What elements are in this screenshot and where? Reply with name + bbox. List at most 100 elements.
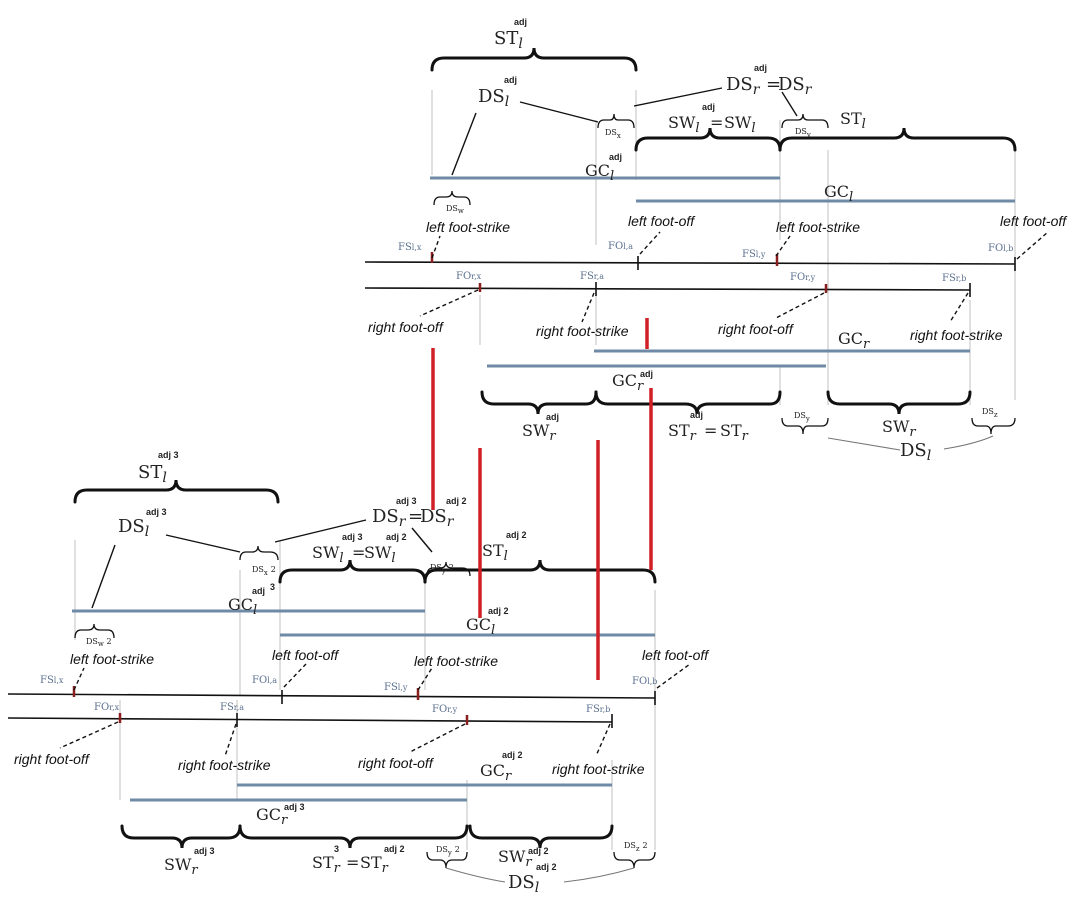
st-r-adj-eq-st-r: STr adj = STr xyxy=(668,410,749,444)
bottom-dashed-pointers xyxy=(59,663,691,757)
top-connectors xyxy=(451,87,994,451)
top-right-foot-strike-1: right foot-strike xyxy=(536,323,629,339)
svg-text:FSr,b: FSr,b xyxy=(942,273,966,284)
svg-text:FOl,b: FOl,b xyxy=(988,243,1013,254)
top-left-foot-strike-2: left foot-strike xyxy=(776,219,860,235)
svg-text:adj 2: adj 2 xyxy=(384,844,405,854)
svg-text:adj 3: adj 3 xyxy=(342,532,363,542)
bottom-right-foot-off-2: right foot-off xyxy=(358,755,435,771)
sw-l-adj3-eq-sw-l-adj2: SWl adj 3 = SWl adj 2 xyxy=(312,532,407,566)
gc-l-adj3-label: GCl xyxy=(228,595,257,618)
top-left-foot-off-1: left foot-off xyxy=(628,213,696,229)
top-dashed-pointers xyxy=(419,231,1049,323)
bottom-right-foot-strike-2: right foot-strike xyxy=(552,761,645,777)
svg-text:SWl: SWl xyxy=(312,543,344,566)
bottom-right-foot-off-1: right foot-off xyxy=(14,751,91,767)
gc-r-adj3-label: GCr xyxy=(256,805,288,828)
ds-r-adj-eq-ds-r: DSr adj = DSr xyxy=(726,63,813,98)
svg-text:FOr,x: FOr,x xyxy=(456,271,482,282)
bottom-left-foot-off-1: left foot-off xyxy=(272,647,340,663)
bottom-right-foot-strike-1: right foot-strike xyxy=(178,757,271,773)
svg-text:=: = xyxy=(408,506,423,527)
svg-text:3: 3 xyxy=(334,844,339,854)
bottom-left-foot-timeline xyxy=(7,686,656,705)
gc-l-adj2-label: GCl xyxy=(466,615,495,638)
ds-l-adj3-label: DSl xyxy=(118,516,149,540)
svg-text:FSl,x: FSl,x xyxy=(40,675,64,686)
svg-text:STr: STr xyxy=(360,853,389,876)
ds-l-label: DSl xyxy=(900,440,931,464)
top-left-foot-timeline xyxy=(364,252,1016,271)
top-event-codes: FSl,x FOl,a FSl,y FOl,b FOr,x FSr,a FOr,… xyxy=(398,241,1013,284)
gc-l-adj-label: GCl xyxy=(585,161,614,184)
svg-text:DSy 2: DSy 2 xyxy=(430,563,454,575)
gc-l-adj2-sup: adj 2 xyxy=(488,606,509,616)
ds-x-label: DSx xyxy=(605,128,621,140)
gc-l-adj3-sup: adj xyxy=(252,586,265,596)
top-right-foot-off-2: right foot-off xyxy=(718,321,795,337)
svg-text:DSy: DSy xyxy=(795,127,811,139)
svg-text:DSr: DSr xyxy=(726,74,761,98)
svg-text:=: = xyxy=(346,853,359,872)
svg-text:FOr,x: FOr,x xyxy=(94,702,120,713)
st-l-adj-sup: adj xyxy=(514,17,527,27)
st-r-adj3-eq-st-r-adj2: STr 3 = STr adj 2 xyxy=(312,844,405,876)
svg-text:FOr,y: FOr,y xyxy=(790,272,816,283)
gc-l-adj3-sup-num: 3 xyxy=(270,582,275,592)
svg-text:FOl,a: FOl,a xyxy=(252,675,277,686)
svg-text:FSr,a: FSr,a xyxy=(580,271,604,282)
st-l-adj-label: STl xyxy=(494,28,523,52)
ds-l-adj2-label: DSl xyxy=(508,872,539,896)
svg-text:STr: STr xyxy=(668,421,697,444)
bottom-connectors xyxy=(91,519,635,883)
bottom-left-foot-strike-2: left foot-strike xyxy=(414,653,498,669)
svg-text:=: = xyxy=(352,543,365,562)
svg-text:adj: adj xyxy=(702,102,715,112)
gc-r-adj2-sup: adj 2 xyxy=(502,750,523,760)
sw-r-adj-sup: adj xyxy=(546,412,559,422)
bottom-left-foot-strike-1: left foot-strike xyxy=(70,651,154,667)
ds-z2-label: DSz 2 xyxy=(624,841,648,853)
svg-text:FSl,y: FSl,y xyxy=(384,682,408,693)
sw-r-adj-label: SWr xyxy=(522,421,556,444)
st-l-label: STl xyxy=(840,109,866,132)
svg-text:DSr: DSr xyxy=(778,74,813,98)
gc-r-adj-sup: adj xyxy=(640,369,653,379)
ds-y2-label: DSy 2 xyxy=(430,563,454,575)
sw-r-label: SWr xyxy=(882,417,916,440)
svg-text:DSx: DSx xyxy=(605,128,621,140)
svg-text:DSw: DSw xyxy=(446,204,464,215)
svg-text:FSl,x: FSl,x xyxy=(398,242,422,253)
ds-l-adj2-sup: adj 2 xyxy=(536,862,557,872)
st-l-adj2-label: STl xyxy=(482,541,508,564)
svg-text:FSr,a: FSr,a xyxy=(220,702,244,713)
svg-text:DSx 2: DSx 2 xyxy=(252,565,276,577)
top-right-foot-off-1: right foot-off xyxy=(368,319,445,335)
svg-text:adj 2: adj 2 xyxy=(446,496,467,506)
svg-text:STr: STr xyxy=(720,421,749,444)
gc-l-label: GCl xyxy=(824,182,853,205)
svg-text:DSw 2: DSw 2 xyxy=(86,637,112,648)
gc-l-adj-sup: adj xyxy=(609,152,622,162)
svg-text:DSr: DSr xyxy=(372,506,407,530)
ds-l-adj-sup: adj xyxy=(504,75,517,85)
st-l-adj3-label: STl xyxy=(138,462,167,486)
bottom-guides xyxy=(74,540,656,850)
svg-text:SWl: SWl xyxy=(668,113,700,136)
svg-text:FOl,b: FOl,b xyxy=(632,676,657,687)
sw-r-adj3-sup: adj 3 xyxy=(194,846,215,856)
svg-text:DSy 2: DSy 2 xyxy=(436,845,460,857)
ds-l-adj-label: DSl xyxy=(478,86,509,110)
sw-l-adj-eq-sw-l: SWl adj = SWl xyxy=(668,102,756,136)
ds-x2-label: DSx 2 xyxy=(252,565,276,577)
svg-text:adj 2: adj 2 xyxy=(386,532,407,542)
top-right-foot-strike-2: right foot-strike xyxy=(910,327,1003,343)
top-left-foot-strike-1: left foot-strike xyxy=(426,219,510,235)
sw-r-adj3-label: SWr xyxy=(164,855,198,878)
top-right-foot-timeline xyxy=(364,282,971,297)
top-braces xyxy=(430,47,1017,435)
st-l-adj2-sup: adj 2 xyxy=(506,530,527,540)
svg-text:=: = xyxy=(710,113,723,132)
ds-w2-label: DSw 2 xyxy=(86,637,112,648)
svg-text:FSl,y: FSl,y xyxy=(742,249,766,260)
